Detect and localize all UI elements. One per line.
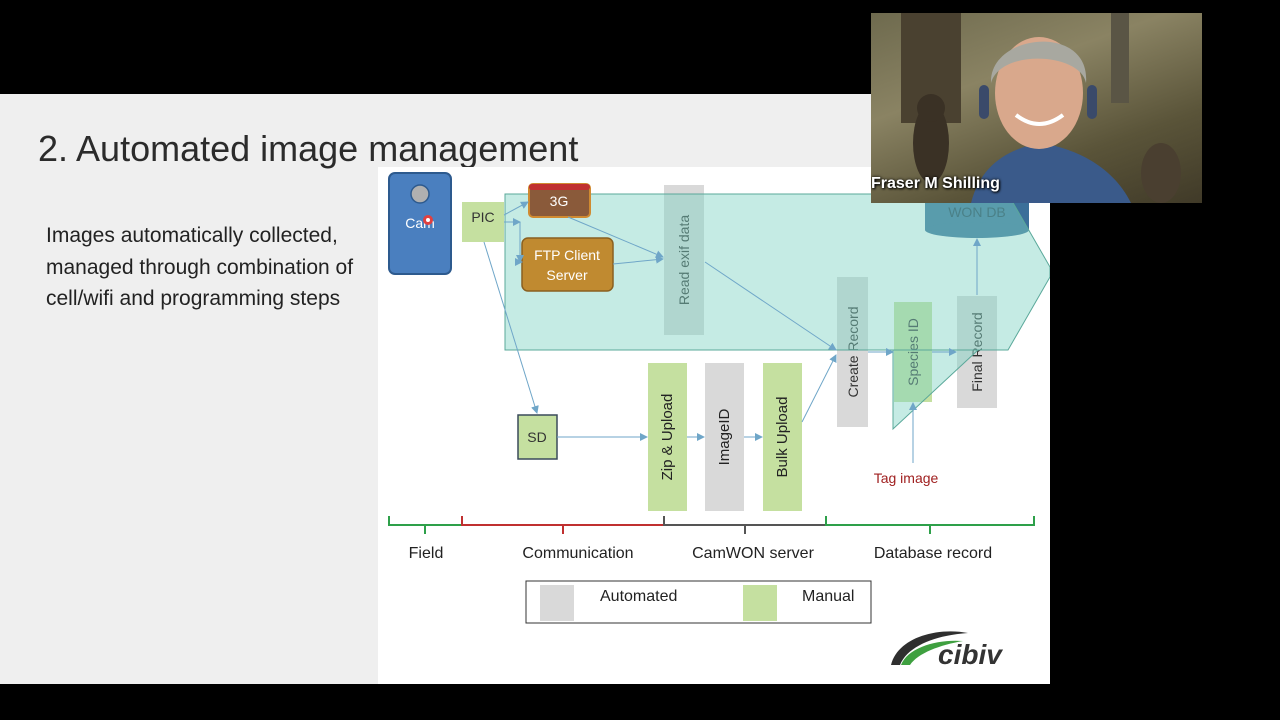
- create-record-node: [837, 277, 868, 427]
- video-feed-image: [901, 13, 1181, 203]
- tag-image-label: Tag image: [874, 470, 939, 486]
- species-id-label: Species ID: [905, 318, 921, 386]
- sd-node: [517, 414, 558, 460]
- ftp-node: [521, 237, 614, 292]
- camera-node: Cam: [388, 172, 452, 275]
- legend-manual-swatch: [743, 585, 777, 621]
- three-g-label: 3G: [550, 193, 569, 209]
- legend-automated-label: Automated: [600, 588, 677, 605]
- phase-field-label: Field: [409, 545, 444, 562]
- logo-wordmark: cibiv: [938, 639, 1003, 670]
- phase-camwon-server-label: CamWON server: [692, 545, 814, 562]
- legend-automated-swatch: [540, 585, 574, 621]
- slide-bullet-text: Images automatically collected, managed …: [46, 224, 354, 310]
- bottom-letterbox: [0, 684, 1280, 720]
- flow-arrows: [483, 201, 981, 463]
- final-record-label: Final Record: [969, 312, 985, 391]
- bulk-upload-node: [763, 363, 802, 511]
- image-id-node: [705, 363, 744, 511]
- read-exif-node: [664, 185, 704, 335]
- participant-video-tile[interactable]: Fraser M Shilling: [871, 13, 1202, 203]
- final-record-node: [957, 296, 997, 408]
- read-exif-label: Read exif data: [676, 215, 692, 305]
- sd-label: SD: [527, 429, 546, 445]
- zip-upload-node: [648, 363, 687, 511]
- create-record-label: Create Record: [845, 306, 861, 397]
- cibiv-logo: cibiv: [891, 631, 1003, 670]
- participant-name-label: Fraser M Shilling: [871, 175, 1000, 192]
- pic-label: PIC: [471, 209, 494, 225]
- species-id-node: [894, 302, 932, 402]
- pic-node: [462, 202, 504, 242]
- legend: Automated Manual: [525, 580, 872, 624]
- workflow-diagram: WON DB Cam PIC Read exif data Create Rec…: [378, 167, 1050, 684]
- image-id-label: ImageID: [716, 408, 733, 465]
- ftp-label-line2: Server: [546, 267, 588, 283]
- slide-title: 2. Automated image management: [38, 128, 579, 169]
- workflow-diagram-svg: WON DB Cam PIC Read exif data Create Rec…: [388, 172, 1050, 670]
- phase-database-record-label: Database record: [874, 545, 992, 562]
- legend-manual-label: Manual: [802, 588, 854, 605]
- ftp-label-line1: FTP Client: [534, 247, 600, 263]
- won-db-label: WON DB: [948, 204, 1006, 220]
- phase-brackets: [388, 516, 1035, 534]
- zip-upload-label: Zip & Upload: [659, 394, 676, 481]
- phase-communication-label: Communication: [522, 545, 633, 562]
- bulk-upload-label: Bulk Upload: [774, 397, 791, 478]
